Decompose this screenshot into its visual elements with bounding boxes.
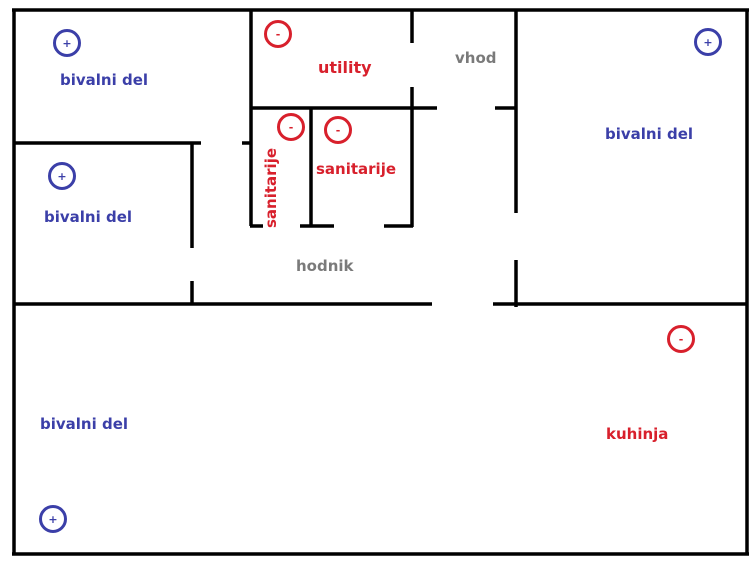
room-label-hallway: hodnik [296,257,354,275]
room-label-living: bivalni del [40,415,129,433]
plus-marker-icon: + [694,28,722,56]
minus-marker-icon: - [324,116,352,144]
plus-marker-icon: + [48,162,76,190]
room-label-entrance: vhod [455,49,497,67]
room-label-living: bivalni del [60,71,149,89]
room-label-utility: utility [318,58,372,77]
room-label-kitchen: kuhinja [606,425,669,443]
room-label-living: bivalni del [44,208,133,226]
minus-marker-icon: - [667,325,695,353]
room-label-sanitary: sanitarije [262,147,280,228]
minus-marker-icon: - [277,113,305,141]
plus-marker-icon: + [53,29,81,57]
minus-marker-icon: - [264,20,292,48]
room-label-sanitary: sanitarije [316,160,397,178]
room-label-living: bivalni del [605,125,694,143]
plus-marker-icon: + [39,505,67,533]
